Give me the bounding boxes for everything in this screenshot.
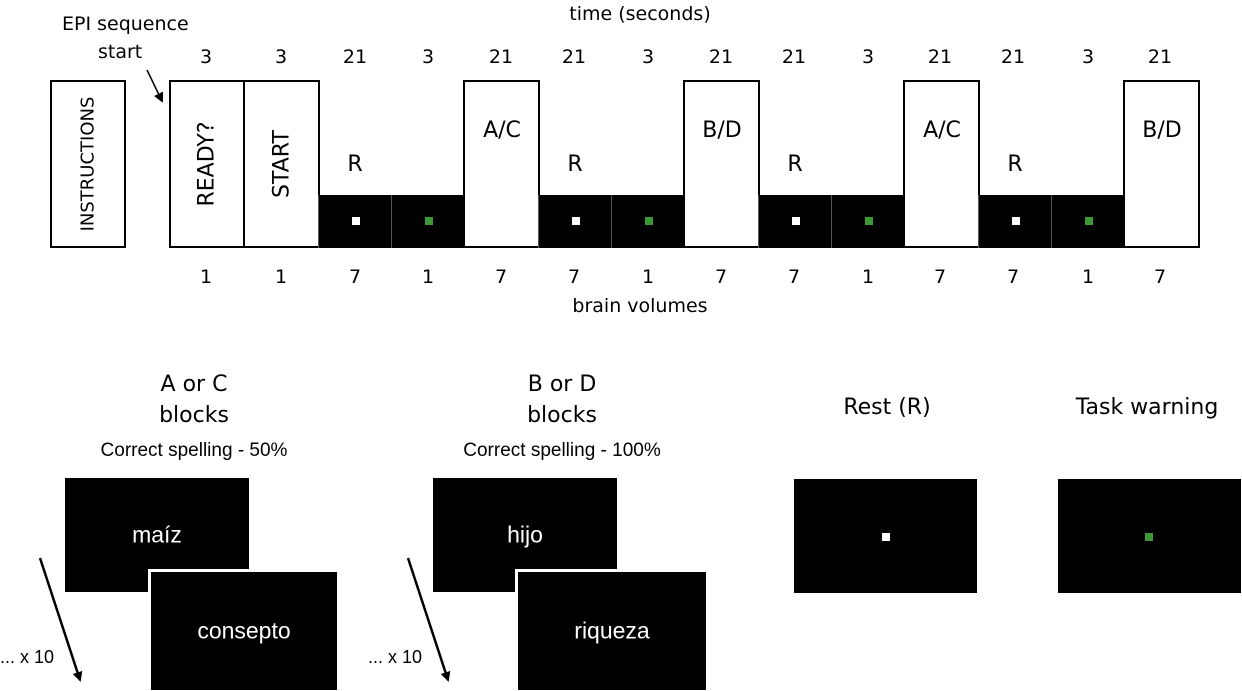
volumes-label: 1 [199, 266, 213, 288]
seconds-label: 3 [421, 46, 435, 68]
ac-label: A/C [923, 118, 961, 143]
rest-block [538, 195, 612, 248]
ac-sequence-arrow-icon [38, 557, 83, 682]
rest-screen [794, 479, 977, 593]
seconds-label: 3 [274, 46, 288, 68]
rest-dot-icon [792, 217, 800, 225]
seconds-label: 21 [342, 46, 368, 68]
rest-panel-title: Rest (R) [843, 395, 931, 420]
bd-sequence-arrow-icon [406, 557, 451, 682]
seconds-label: 3 [199, 46, 213, 68]
ac-panel-subtitle: Correct spelling - 50% [100, 440, 288, 461]
warning-panel-title: Task warning [1075, 395, 1219, 420]
ready-label: READY? [194, 121, 220, 207]
ac-label: A/C [483, 118, 521, 143]
ac-repeat-label: ... x 10 [0, 647, 55, 667]
instructions-label: INSTRUCTIONS [77, 96, 99, 232]
volumes-label: 7 [933, 266, 947, 288]
seconds-label: 21 [1147, 46, 1173, 68]
rest-dot-icon [1012, 217, 1020, 225]
volumes-label: 1 [421, 266, 435, 288]
volumes-label: 7 [1006, 266, 1020, 288]
rest-block [758, 195, 832, 248]
warning-block [1051, 195, 1125, 248]
volumes-label: 1 [641, 266, 655, 288]
warning-block [391, 195, 465, 248]
rest-dot-icon [352, 217, 360, 225]
ac-panel-title-line2: blocks [159, 403, 229, 428]
ac-stimulus-word: maíz [132, 521, 182, 548]
ac-stimulus-screen-second: consepto [148, 569, 337, 690]
volumes-label: 7 [567, 266, 581, 288]
time-axis-label: time (seconds) [569, 3, 711, 25]
volumes-label: 7 [494, 266, 508, 288]
volumes-axis-label: brain volumes [572, 295, 708, 317]
rest-fixation-dot-icon [882, 533, 890, 541]
warning-block [831, 195, 905, 248]
warning-dot-icon [425, 217, 433, 225]
bd-block: B/D [683, 80, 760, 248]
rest-dot-icon [572, 217, 580, 225]
rest-label: R [567, 152, 583, 177]
ac-block: A/C [903, 80, 980, 248]
bd-panel-title-line2: blocks [527, 403, 597, 428]
ac-block: A/C [463, 80, 540, 248]
bd-repeat-label: ... x 10 [368, 647, 423, 667]
bd-stimulus-screen-second: riqueza [515, 569, 706, 690]
warning-block [611, 195, 685, 248]
ready-block: READY? [169, 80, 245, 248]
warning-dot-icon [865, 217, 873, 225]
volumes-label: 1 [861, 266, 875, 288]
epi-start-label-line2: start [98, 41, 143, 63]
start-label: START [269, 130, 294, 198]
rest-block [318, 195, 392, 248]
volumes-label: 7 [1153, 266, 1167, 288]
start-block: START [243, 80, 320, 248]
seconds-label: 3 [641, 46, 655, 68]
ac-panel-title: A or C [160, 372, 228, 397]
ac-stimulus-word-second: consepto [197, 617, 291, 644]
bd-label: B/D [702, 118, 742, 143]
volumes-label: 1 [1081, 266, 1095, 288]
rest-label: R [1007, 152, 1023, 177]
volumes-label: 7 [348, 266, 362, 288]
volumes-label: 7 [787, 266, 801, 288]
warning-dot-icon [1085, 217, 1093, 225]
rest-label: R [787, 152, 803, 177]
volumes-label: 1 [274, 266, 288, 288]
bd-stimulus-word-second: riqueza [574, 617, 650, 644]
rest-block [978, 195, 1052, 248]
epi-start-label: EPI sequence [62, 13, 189, 35]
bd-label: B/D [1142, 118, 1182, 143]
seconds-label: 21 [781, 46, 807, 68]
rest-label: R [347, 152, 363, 177]
epi-start-arrow-icon [146, 69, 164, 103]
seconds-label: 21 [488, 46, 514, 68]
bd-stimulus-word: hijo [507, 521, 543, 548]
warning-fixation-dot-icon [1145, 533, 1153, 541]
seconds-label: 3 [861, 46, 875, 68]
bd-panel-title: B or D [527, 372, 597, 397]
seconds-label: 21 [708, 46, 734, 68]
warning-screen [1058, 479, 1241, 593]
bd-panel-subtitle: Correct spelling - 100% [463, 440, 661, 461]
seconds-label: 3 [1081, 46, 1095, 68]
seconds-label: 21 [561, 46, 587, 68]
warning-dot-icon [645, 217, 653, 225]
seconds-label: 21 [927, 46, 953, 68]
instructions-box: INSTRUCTIONS [50, 80, 126, 248]
bd-block: B/D [1123, 80, 1200, 248]
seconds-label: 21 [1000, 46, 1026, 68]
volumes-label: 7 [714, 266, 728, 288]
